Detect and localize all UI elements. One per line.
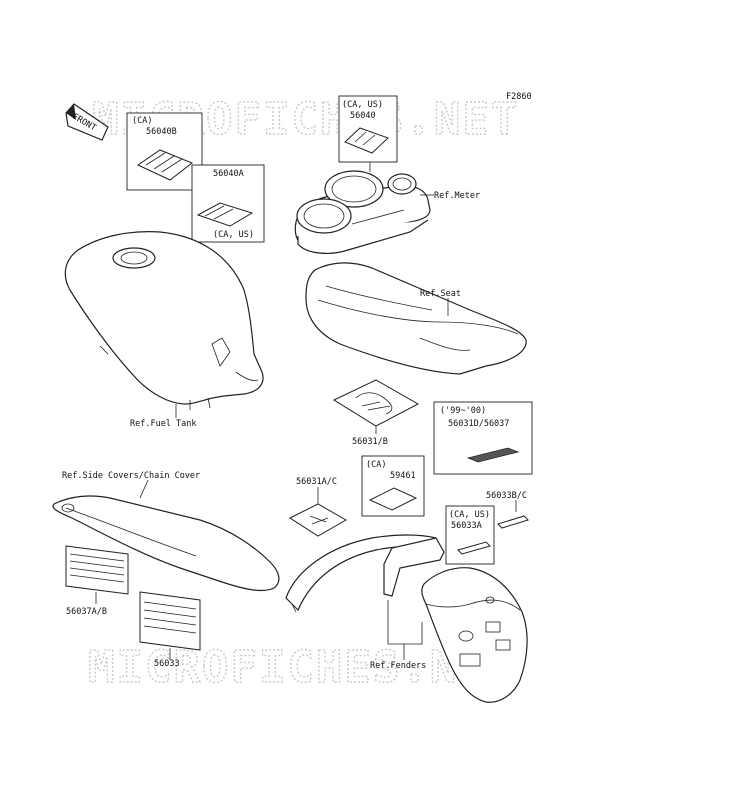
label-56033a-number: 56033A — [451, 521, 482, 531]
ref-meter-label[interactable]: Ref.Meter — [434, 191, 480, 201]
label-59461-box[interactable]: (CA) 59461 — [361, 455, 425, 517]
label-56033-number: 56033 — [154, 659, 180, 669]
label-56040a-number: 56040A — [213, 169, 244, 179]
diagram-code: F2860 — [506, 92, 532, 102]
label-59461-region: (CA) — [366, 460, 386, 470]
label-56031d-year: ('99~'00) — [440, 406, 486, 416]
label-56033a-region: (CA, US) — [449, 510, 490, 520]
front-arrow-icon: FRONT — [65, 103, 109, 141]
label-56040-box[interactable]: (CA, US) 56040 — [338, 95, 398, 163]
label-59461-number: 59461 — [390, 471, 416, 481]
label-56031d-number: 56031D/56037 — [448, 419, 509, 429]
ref-fuel-tank-label[interactable]: Ref.Fuel Tank — [130, 419, 197, 429]
label-56040b-box[interactable]: (CA) 56040B — [126, 112, 203, 191]
label-56033bc[interactable] — [497, 515, 529, 529]
label-56040b-region: (CA) — [132, 116, 152, 126]
label-56031b[interactable] — [332, 379, 420, 427]
label-56040-number: 56040 — [350, 111, 376, 121]
ref-side-covers-label[interactable]: Ref.Side Covers/Chain Cover — [62, 471, 200, 481]
label-56040b-number: 56040B — [146, 127, 177, 137]
fuel-tank — [64, 231, 264, 410]
label-56033bc-number: 56033B/C — [486, 491, 527, 501]
label-56033a-box[interactable]: (CA, US) 56033A — [445, 505, 495, 565]
label-56040a-region: (CA, US) — [213, 230, 254, 240]
seat — [305, 262, 527, 375]
front-fender — [285, 534, 445, 613]
label-56040a-box[interactable]: 56040A (CA, US) — [191, 164, 265, 243]
ref-seat-label[interactable]: Ref.Seat — [420, 289, 461, 299]
label-56033[interactable] — [139, 591, 201, 651]
label-56040-region: (CA, US) — [342, 100, 383, 110]
label-56031d-box[interactable]: ('99~'00) 56031D/56037 — [433, 401, 533, 475]
ref-fenders-label[interactable]: Ref.Fenders — [370, 661, 426, 671]
rear-fender — [421, 567, 528, 703]
meter-assembly — [294, 170, 431, 254]
watermark-bottom: MICROFICHES.NET — [88, 642, 515, 693]
label-56031ac[interactable] — [288, 503, 348, 537]
side-cover — [52, 495, 280, 592]
label-56031b-number: 56031/B — [352, 437, 388, 447]
label-56037ab-number: 56037A/B — [66, 607, 107, 617]
label-56031ac-number: 56031A/C — [296, 477, 337, 487]
label-56037ab[interactable] — [65, 545, 129, 595]
